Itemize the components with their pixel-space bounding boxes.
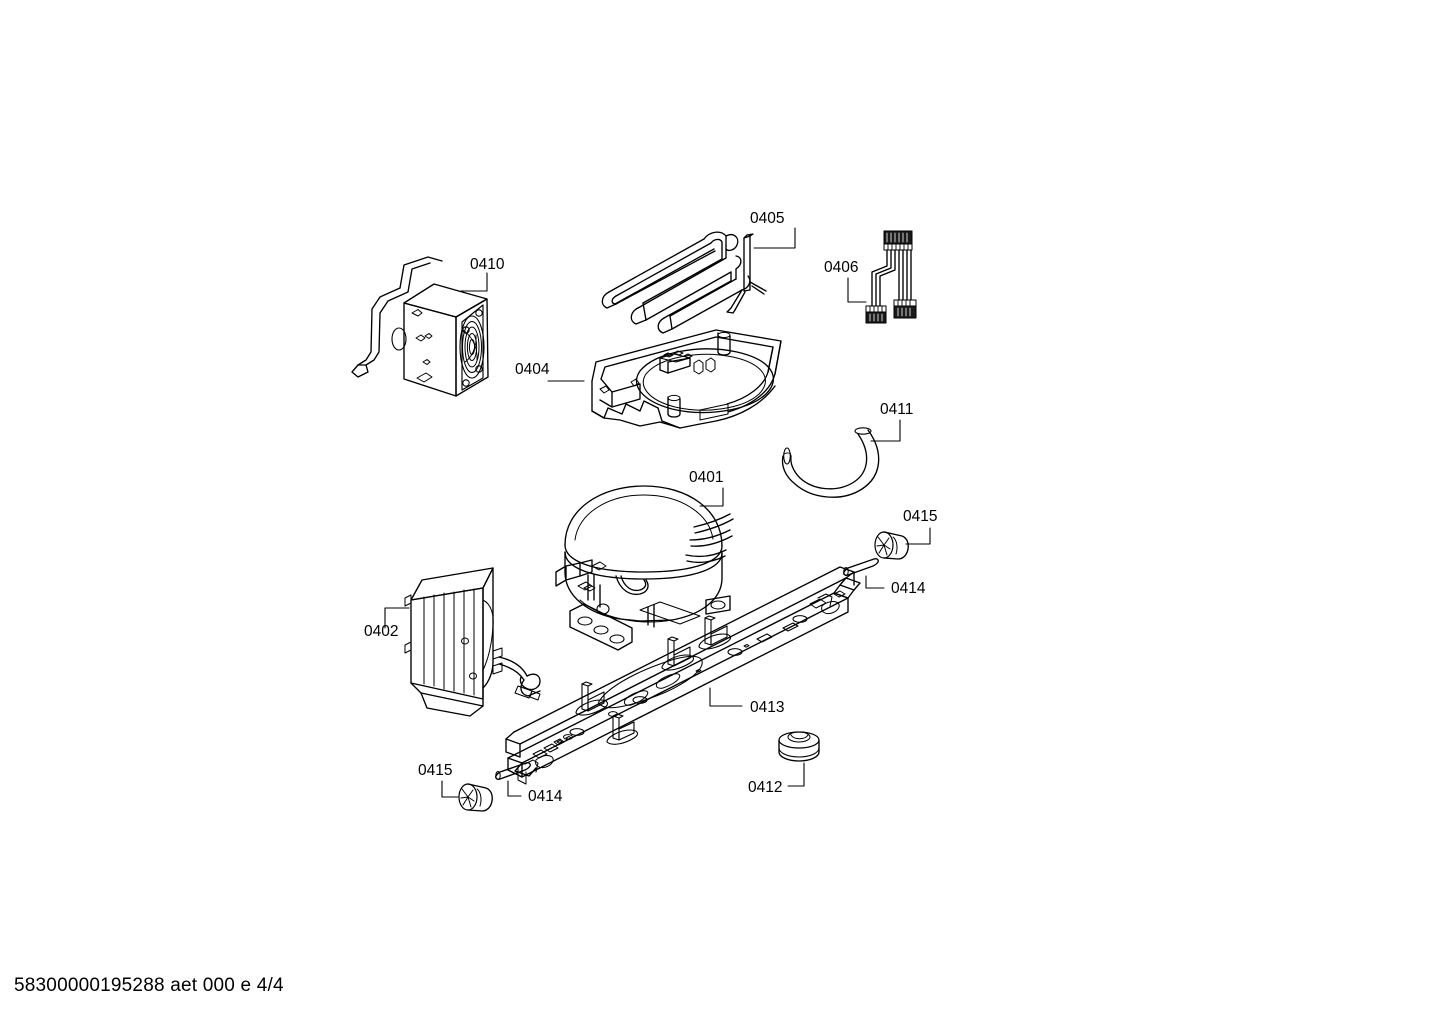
part-0412-rubber-foot xyxy=(778,731,820,787)
part-label-0415-upper: 0415 xyxy=(903,508,937,525)
part-label-0412: 0412 xyxy=(748,779,782,796)
part-0414-pin-upper xyxy=(843,558,885,589)
part-label-0404: 0404 xyxy=(515,361,550,378)
part-0410-fan-module xyxy=(351,256,489,397)
part-label-group: 0410 0405 0406 0404 0411 0401 0415 0414 … xyxy=(364,210,937,805)
part-label-0406: 0406 xyxy=(824,259,858,276)
part-0402-control-module xyxy=(384,567,541,717)
part-label-0402: 0402 xyxy=(364,623,398,640)
part-label-0401: 0401 xyxy=(689,469,723,486)
part-label-0405: 0405 xyxy=(750,210,784,227)
part-0411-drain-hose xyxy=(781,419,901,498)
part-0406-wiring-harness xyxy=(847,230,917,324)
part-0415-bushing-upper xyxy=(874,527,931,560)
part-label-0414-lower: 0414 xyxy=(528,788,563,805)
part-label-0414-upper: 0414 xyxy=(891,580,926,597)
part-label-0415-lower: 0415 xyxy=(418,762,452,779)
document-footer-caption: 58300000195288 aet 000 e 4/4 xyxy=(14,975,284,996)
part-0415-bushing-lower xyxy=(441,780,493,812)
part-0405-heater-element xyxy=(601,227,796,334)
part-0401-compressor xyxy=(555,485,734,651)
part-label-0410: 0410 xyxy=(470,256,505,273)
part-label-0413: 0413 xyxy=(750,699,784,716)
part-0404-drip-tray xyxy=(547,329,782,429)
part-0414-pin-lower xyxy=(495,762,531,797)
part-label-0411: 0411 xyxy=(880,401,913,418)
part-0413-mounting-rail xyxy=(505,566,861,785)
